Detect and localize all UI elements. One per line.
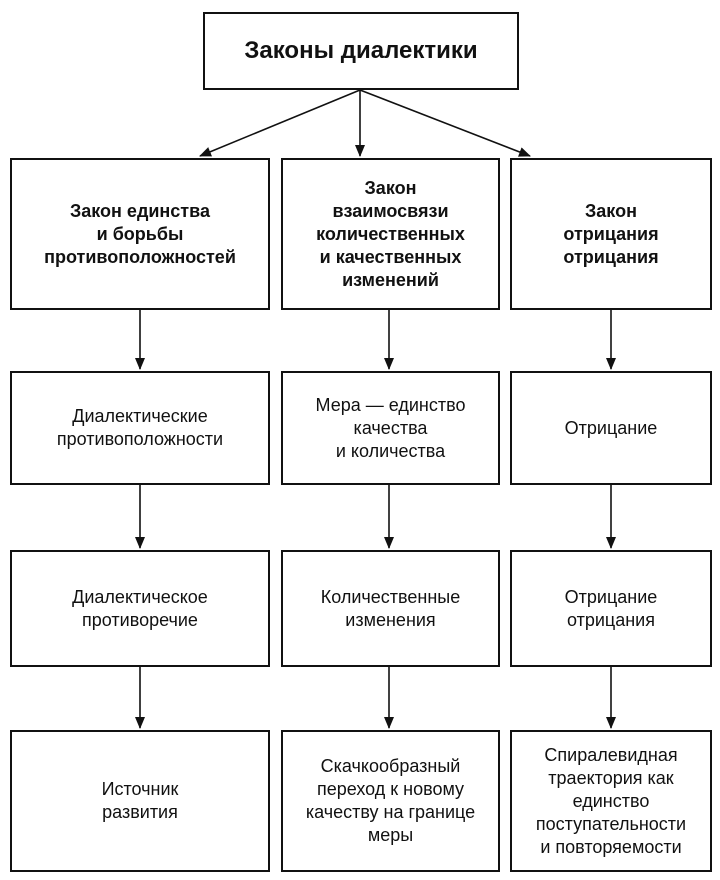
step-box: Спиралевидная траектория как единство по…: [510, 730, 712, 872]
step-box: Диалектическое противоречие: [10, 550, 270, 667]
title-box: Законы диалектики: [203, 12, 519, 90]
step-label: Скачкообразный переход к новому качеству…: [305, 756, 476, 845]
law-box-quantity-quality: Закон взаимосвязи количественных и качес…: [281, 158, 500, 310]
law-label: Закон взаимосвязи количественных и качес…: [316, 177, 465, 290]
step-box: Отрицание отрицания: [510, 550, 712, 667]
law-box-unity-struggle: Закон единства и борьбы противоположност…: [10, 158, 270, 310]
law-box-negation-negation: Закон отрицания отрицания: [510, 158, 712, 310]
arrow-title-to-law-3: [359, 89, 531, 157]
step-box: Источник развития: [10, 730, 270, 872]
step-label: Отрицание отрицания: [564, 586, 658, 630]
law-label: Закон единства и борьбы противоположност…: [44, 200, 236, 267]
arrow-title-to-law-1: [199, 89, 361, 157]
step-label: Спиралевидная траектория как единство по…: [535, 744, 687, 857]
step-label: Диалектическое противоречие: [72, 586, 208, 630]
step-label: Источник развития: [101, 779, 179, 822]
step-box: Диалектические противоположности: [10, 371, 270, 485]
step-box: Мера — единство качества и количества: [281, 371, 500, 485]
diagram-title: Законы диалектики: [244, 37, 478, 64]
step-box: Скачкообразный переход к новому качеству…: [281, 730, 500, 872]
step-box: Количественные изменения: [281, 550, 500, 667]
step-label: Отрицание: [564, 417, 658, 438]
law-label: Закон отрицания отрицания: [563, 200, 659, 267]
step-label: Диалектические противоположности: [56, 406, 224, 449]
step-box: Отрицание: [510, 371, 712, 485]
step-label: Мера — единство качества и количества: [315, 394, 466, 461]
step-label: Количественные изменения: [320, 586, 461, 630]
